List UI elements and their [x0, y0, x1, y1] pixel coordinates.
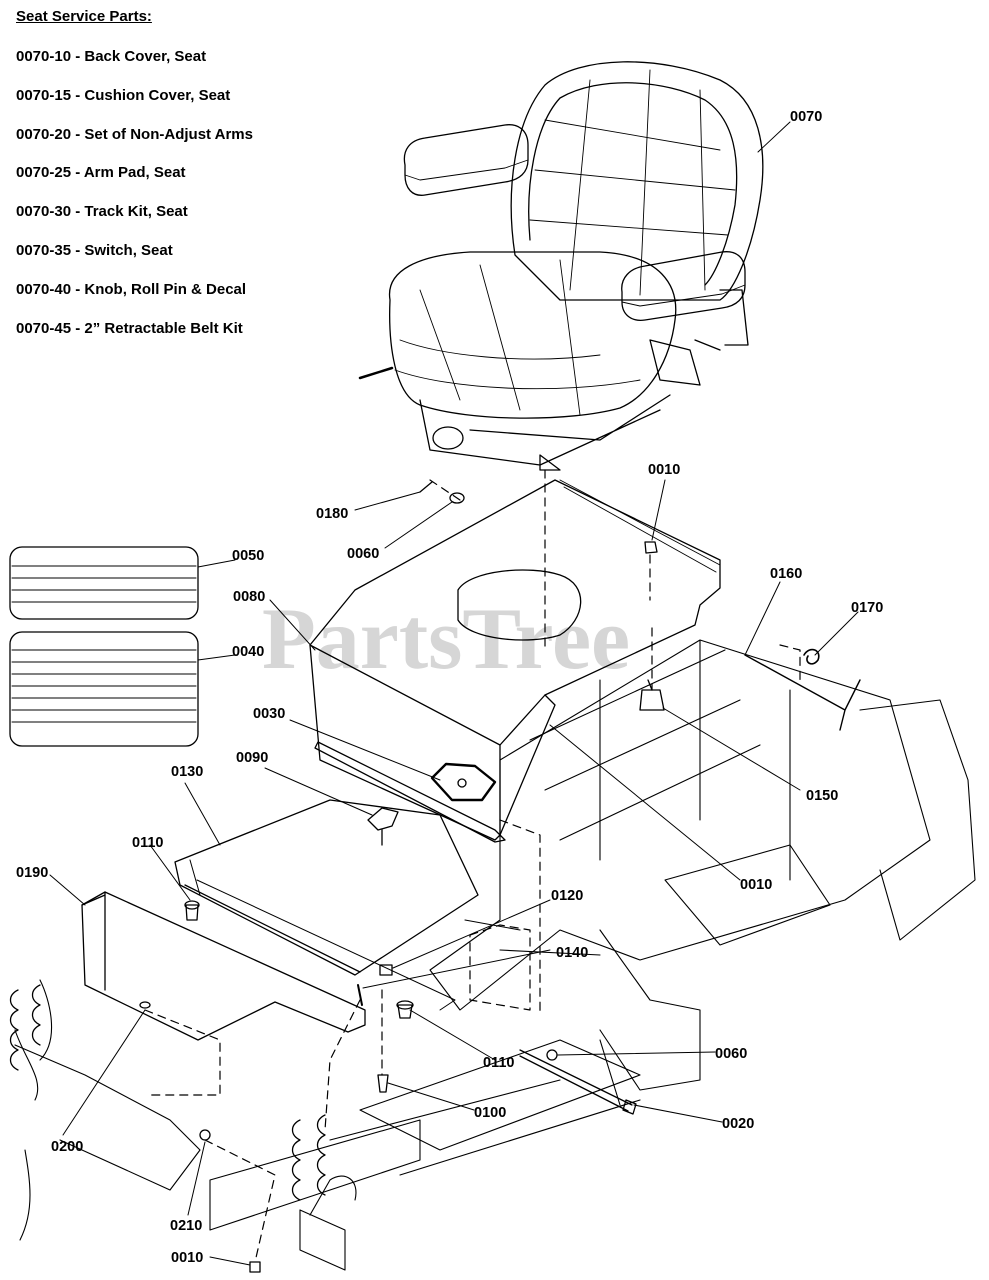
seat-assembly[interactable]	[358, 61, 764, 471]
callout-0110-lower[interactable]: 0110	[483, 1055, 514, 1071]
service-part-item[interactable]: 0070-20 - Set of Non-Adjust Arms	[16, 125, 253, 143]
callout-0040[interactable]: 0040	[232, 644, 264, 660]
seat-switch-pad[interactable]	[174, 799, 479, 976]
callout-0090[interactable]: 0090	[236, 750, 268, 766]
hardware-parts	[139, 481, 861, 1273]
leader-lines	[49, 121, 859, 1266]
watermark-text: PartsTree	[262, 591, 630, 688]
spring-shock-right	[291, 1114, 326, 1201]
callout-labels: 0070 0010 0180 0060 0050 0160 0080 0170 …	[16, 109, 883, 1266]
decal-0050[interactable]	[9, 546, 199, 620]
callout-0150[interactable]: 0150	[806, 788, 838, 804]
callout-0020[interactable]: 0020	[722, 1116, 754, 1132]
service-parts-heading: Seat Service Parts:	[16, 8, 152, 25]
callout-0190[interactable]: 0190	[16, 865, 48, 881]
callout-0060-lower[interactable]: 0060	[715, 1046, 747, 1062]
callout-0010-frame[interactable]: 0010	[740, 877, 772, 893]
callout-0110[interactable]: 0110	[132, 835, 163, 851]
callout-0050[interactable]: 0050	[232, 548, 264, 564]
callout-0160[interactable]: 0160	[770, 566, 802, 582]
callout-0010-bottom[interactable]: 0010	[171, 1250, 203, 1266]
service-part-item[interactable]: 0070-25 - Arm Pad, Seat	[16, 164, 186, 182]
callout-0070[interactable]: 0070	[790, 109, 822, 125]
service-part-item[interactable]: 0070-30 - Track Kit, Seat	[16, 203, 188, 221]
callout-0060[interactable]: 0060	[347, 546, 379, 562]
service-part-item[interactable]: 0070-45 - 2” Retractable Belt Kit	[16, 319, 243, 337]
service-part-item[interactable]: 0070-40 - Knob, Roll Pin & Decal	[16, 280, 247, 298]
chassis-frame	[14, 639, 976, 1271]
callout-0130[interactable]: 0130	[171, 764, 203, 780]
service-part-item[interactable]: 0070-35 - Switch, Seat	[16, 241, 173, 259]
spring-shock-left	[9, 984, 41, 1071]
callout-0100[interactable]: 0100	[474, 1105, 506, 1121]
callout-0010[interactable]: 0010	[648, 462, 680, 478]
service-parts-list: 0070-10 - Back Cover, Seat 0070-15 - Cus…	[16, 47, 253, 357]
mounting-bracket[interactable]	[81, 859, 456, 1041]
callout-0170[interactable]: 0170	[851, 600, 883, 616]
assembly-guide-lines	[144, 469, 801, 1263]
callout-0080[interactable]: 0080	[233, 589, 265, 605]
decal-0040[interactable]	[9, 631, 199, 747]
callout-0200[interactable]: 0200	[51, 1139, 83, 1155]
callout-0030[interactable]: 0030	[253, 706, 285, 722]
service-part-item[interactable]: 0070-10 - Back Cover, Seat	[16, 48, 207, 65]
callout-0210[interactable]: 0210	[170, 1218, 202, 1234]
callout-0180[interactable]: 0180	[316, 506, 348, 522]
service-part-item[interactable]: 0070-15 - Cushion Cover, Seat	[16, 86, 231, 104]
callout-0120[interactable]: 0120	[551, 888, 583, 904]
callout-0140[interactable]: 0140	[556, 945, 588, 961]
